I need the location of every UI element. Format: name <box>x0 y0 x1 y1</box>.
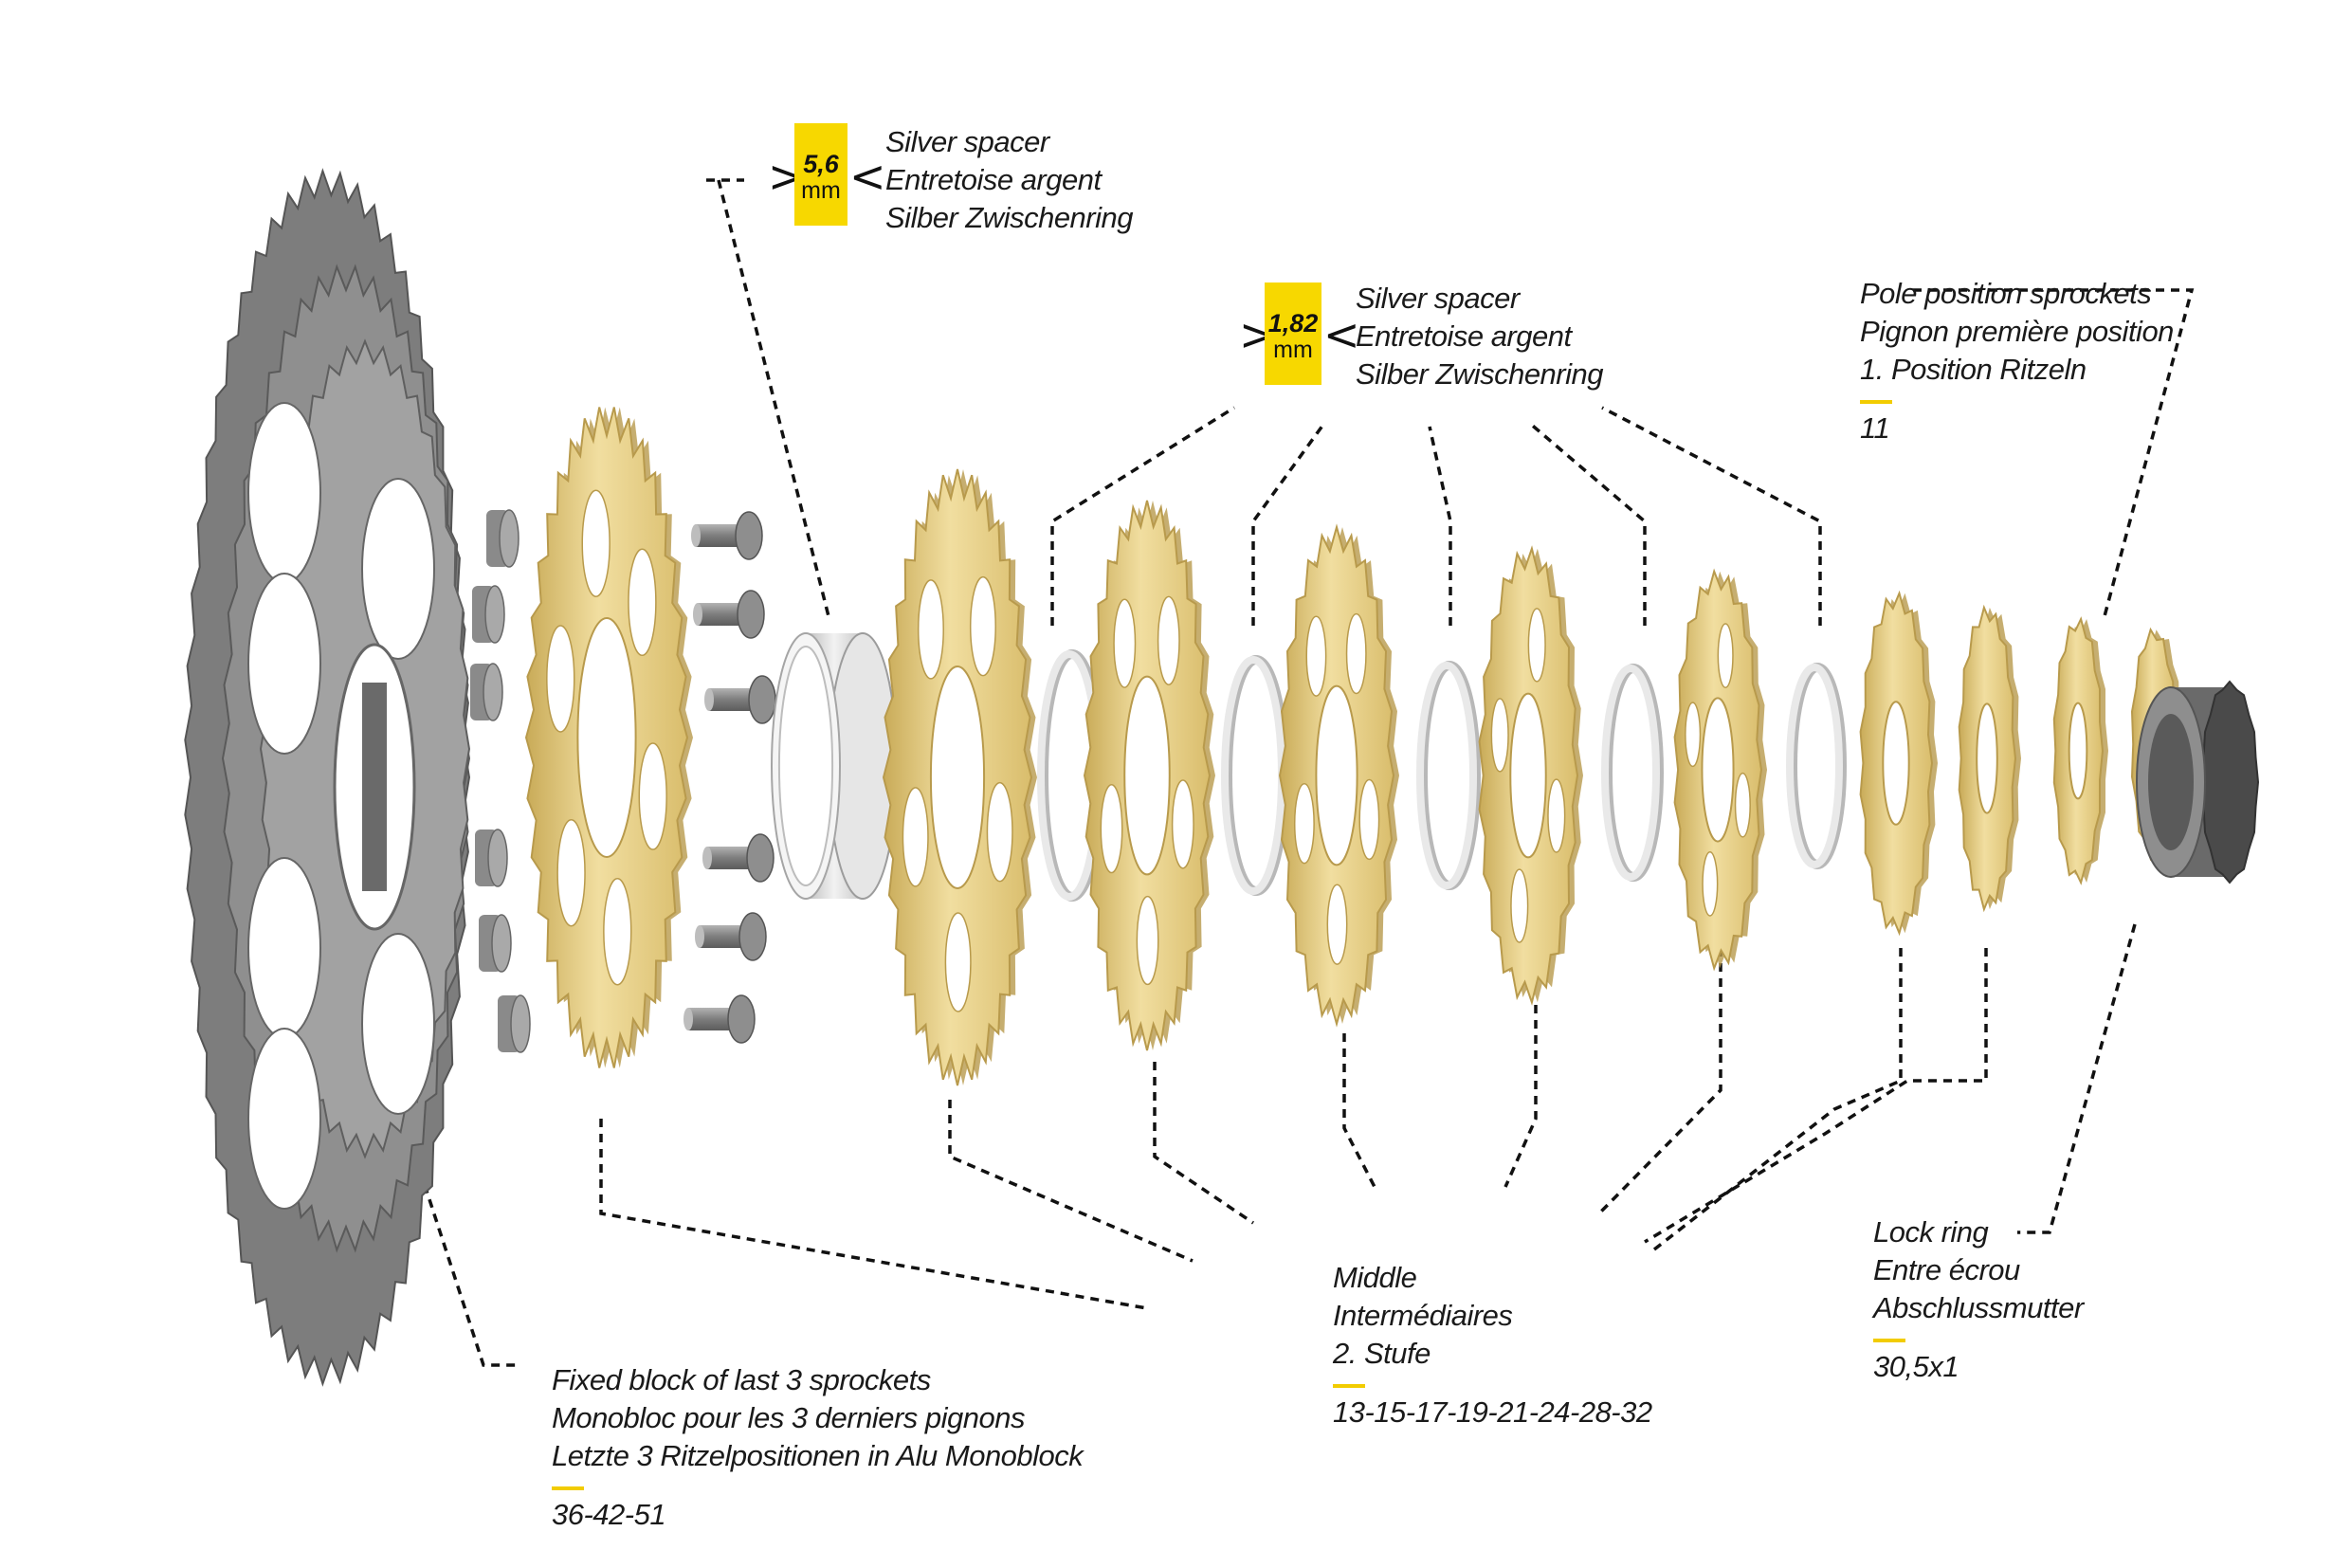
spacer-ring-icon <box>1786 663 1847 869</box>
leader-line <box>423 1184 521 1367</box>
spacer-ring-icon <box>771 632 898 900</box>
yellow-bar-icon <box>1860 400 1892 404</box>
sprocket-icon <box>882 468 1037 1086</box>
label-line-de: 1. Position Ritzeln <box>1860 353 2087 386</box>
leader-line <box>948 1100 1194 1263</box>
leader-line <box>1526 420 1647 626</box>
cassette-parts <box>184 168 2260 1387</box>
label-spacer-large: Silver spacer Entretoise argent Silber Z… <box>885 123 1134 237</box>
label-line-en: Middle <box>1333 1261 1417 1294</box>
yellow-bar-icon <box>552 1486 584 1490</box>
spacer-ring-icon <box>1601 664 1664 882</box>
nut-icon <box>479 914 512 973</box>
nut-icon <box>475 829 508 887</box>
label-line-de: Abschlussmutter <box>1873 1291 2084 1324</box>
lockring-icon <box>2136 680 2260 884</box>
label-line-en: Pole position sprockets <box>1860 277 2152 310</box>
label-line-fr: Entretoise argent <box>885 163 1102 196</box>
leader-line <box>1428 426 1452 626</box>
sprocket-icon <box>1958 604 2021 913</box>
nut-icon <box>472 585 505 644</box>
label-line-de: Letzte 3 Ritzelpositionen in Alu Monoblo… <box>552 1439 1084 1472</box>
label-line-fr: Entretoise argent <box>1356 319 1572 353</box>
nut-icon <box>486 509 519 568</box>
sprocket-icon <box>1478 545 1583 1006</box>
teeth-count: 13-15-17-19-21-24-28-32 <box>1333 1395 1652 1429</box>
leader-line <box>2017 923 2137 1234</box>
label-line-fr: Intermédiaires <box>1333 1299 1513 1332</box>
leader-line <box>1342 1033 1376 1188</box>
sprocket-icon <box>1278 523 1399 1028</box>
bolt-icon <box>693 590 765 639</box>
spacer-thickness-badge-small: 1,82 mm <box>1265 283 1321 385</box>
spacer-thickness-badge-large: 5,6 mm <box>794 123 847 226</box>
bolt-icon <box>683 994 756 1044</box>
label-middle: Middle Intermédiaires 2. Stufe 13-15-17-… <box>1333 1259 1652 1431</box>
label-line-fr: Monobloc pour les 3 derniers pignons <box>552 1401 1025 1434</box>
leader-line <box>1153 1062 1254 1225</box>
label-monoblock: Fixed block of last 3 sprockets Monobloc… <box>552 1361 1084 1534</box>
leader-line <box>1251 420 1327 626</box>
sprocket-icon <box>1083 500 1215 1051</box>
spacer-thickness-unit: mm <box>1273 337 1313 363</box>
leader-line <box>717 179 830 617</box>
yellow-bar-icon <box>1333 1384 1365 1388</box>
lockring-size: 30,5x1 <box>1873 1350 1959 1383</box>
label-line-de: Silber Zwischenring <box>1356 357 1604 391</box>
label-pole-position: Pole position sprockets Pignon première … <box>1860 275 2174 447</box>
leader-line <box>1644 948 1988 1244</box>
leader-line <box>1504 1005 1538 1188</box>
leader-lines <box>423 178 2195 1367</box>
leader-line <box>1652 948 1903 1251</box>
bolt-icon <box>704 675 776 724</box>
label-line-en: Fixed block of last 3 sprockets <box>552 1363 931 1396</box>
leader-line <box>1050 406 1235 626</box>
bolt-icon <box>695 912 767 961</box>
leader-line <box>1595 948 1722 1217</box>
sprocket-icon <box>1859 590 1938 937</box>
chevron-left-icon: < <box>849 151 886 202</box>
leader-line <box>599 1119 1148 1310</box>
leader-line <box>1601 406 1822 626</box>
label-line-fr: Entre écrou <box>1873 1253 2020 1286</box>
label-line-en: Silver spacer <box>1356 282 1520 315</box>
spacer-thickness-unit: mm <box>801 177 841 204</box>
spacer-ring-icon <box>1416 661 1481 890</box>
spacer-ring-icon <box>1221 655 1289 896</box>
teeth-count: 11 <box>1860 411 1890 445</box>
sprocket-block-icon <box>184 168 471 1387</box>
nut-icon <box>498 994 531 1053</box>
label-lock-ring: Lock ring Entre écrou Abschlussmutter 30… <box>1873 1213 2084 1386</box>
sprocket-icon <box>1673 568 1767 972</box>
bolt-icon <box>691 511 763 560</box>
label-line-de: Silber Zwischenring <box>885 201 1134 234</box>
label-line-fr: Pignon première position <box>1860 315 2174 348</box>
leader-line <box>1913 288 2195 617</box>
spacer-thickness-value: 1,82 <box>1267 309 1319 337</box>
spacer-thickness-value: 5,6 <box>803 150 839 178</box>
nut-icon <box>470 663 503 721</box>
teeth-count: 36-42-51 <box>552 1498 666 1531</box>
chevron-left-icon: < <box>1323 309 1360 360</box>
label-spacer-small: Silver spacer Entretoise argent Silber Z… <box>1356 280 1604 393</box>
label-line-de: 2. Stufe <box>1333 1337 1431 1370</box>
bolt-icon <box>702 833 775 883</box>
sprocket-icon <box>2052 616 2108 885</box>
sprocket-icon <box>524 407 693 1068</box>
yellow-bar-icon <box>1873 1339 1905 1342</box>
label-line-en: Silver spacer <box>885 125 1049 158</box>
label-line-en: Lock ring <box>1873 1215 1989 1249</box>
